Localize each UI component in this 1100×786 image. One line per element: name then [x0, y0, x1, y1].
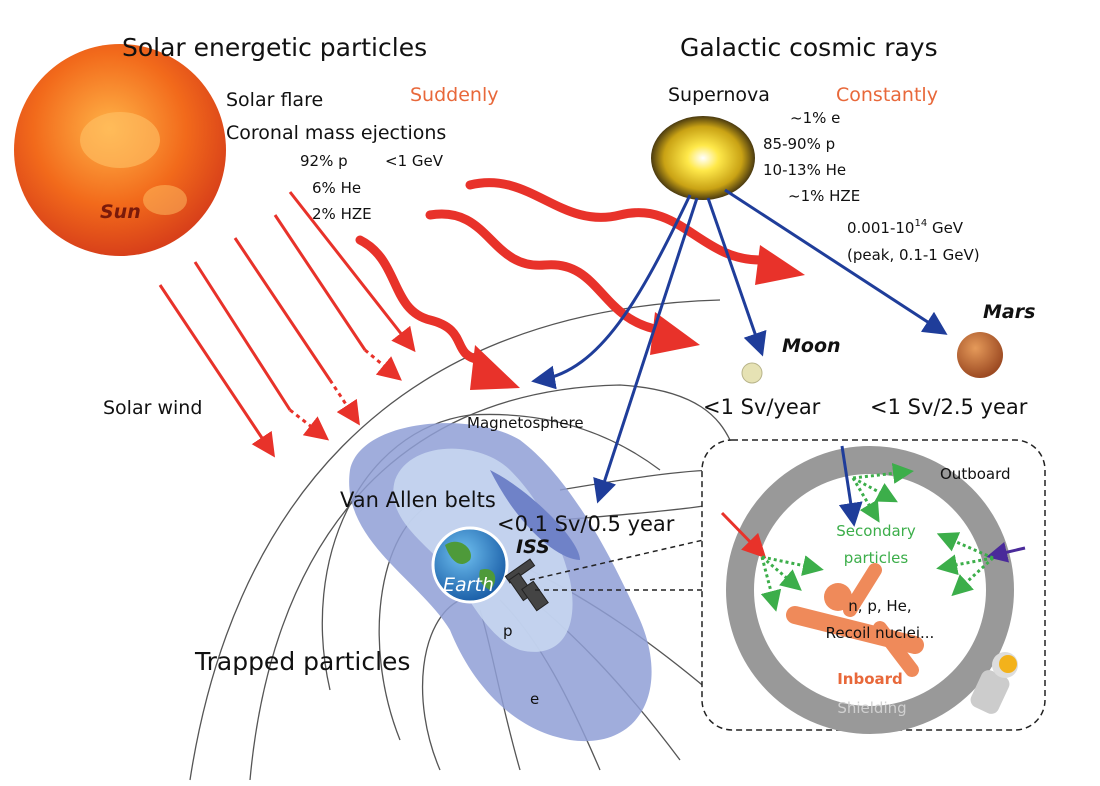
secondary-particles-label-2: particles: [844, 549, 909, 567]
gcr-composition-p: 85-90% p: [763, 135, 835, 153]
sun-label: Sun: [100, 201, 141, 223]
magnetosphere-label: Magnetosphere: [467, 414, 584, 432]
sep-energy: <1 GeV: [385, 152, 444, 170]
gcr-energy-range: 0.001-1014 GeV: [847, 218, 964, 237]
gcr-composition-he: 10-13% He: [763, 161, 846, 179]
solar-flare-label: Solar flare: [226, 89, 323, 111]
supernova-label: Supernova: [668, 84, 770, 106]
moon-dose: <1 Sv/year: [703, 395, 821, 419]
mars: [957, 332, 1003, 378]
belt-e-label: e: [530, 690, 539, 708]
earth-label: Earth: [443, 574, 494, 596]
gcr-energy-peak: (peak, 0.1-1 GeV): [847, 246, 980, 264]
solar-wind-label: Solar wind: [103, 397, 202, 419]
secondary-particles-label-1: Secondary: [836, 522, 916, 540]
constantly-label: Constantly: [836, 84, 938, 106]
mars-label: Mars: [983, 301, 1035, 323]
supernova: [651, 116, 755, 200]
iss-dose: <0.1 Sv/0.5 year: [497, 512, 675, 536]
shielding-inset: [701, 439, 1046, 734]
suddenly-label: Suddenly: [410, 84, 498, 106]
mars-dose: <1 Sv/2.5 year: [870, 395, 1028, 419]
sep-composition-p: 92% p: [300, 152, 348, 170]
trapped-particles-label: Trapped particles: [194, 647, 410, 676]
van-allen-belts-label: Van Allen belts: [340, 488, 496, 512]
moon: [741, 362, 763, 384]
gcr-composition-e: ~1% e: [790, 109, 840, 127]
title-solar-energetic-particles: Solar energetic particles: [122, 33, 427, 62]
iss-to-inset-connector: [529, 534, 726, 581]
products-label-1: n, p, He,: [848, 597, 911, 615]
cme-label: Coronal mass ejections: [226, 122, 446, 144]
solar-wind-arrows: [158, 191, 416, 458]
astronaut-icon: [970, 652, 1018, 714]
belt-p-label: p: [503, 622, 513, 640]
products-label-2: Recoil nuclei...: [826, 624, 935, 642]
moon-label: Moon: [782, 335, 841, 357]
iss-icon: [504, 558, 549, 612]
inboard-label: Inboard: [837, 670, 903, 688]
sep-composition-he: 6% He: [312, 179, 361, 197]
earth: [431, 526, 509, 604]
title-galactic-cosmic-rays: Galactic cosmic rays: [680, 33, 938, 62]
outboard-label: Outboard: [940, 465, 1011, 483]
astronaut-figure: [786, 563, 924, 677]
gcr-arrows: [531, 188, 948, 504]
sep-wavy-arrows: [355, 178, 805, 390]
gcr-composition-hze: ~1% HZE: [788, 187, 860, 205]
iss-label: ISS: [516, 536, 550, 558]
sun: [14, 44, 226, 256]
sep-composition-hze: 2% HZE: [312, 205, 372, 223]
shielding-label: Shielding: [837, 699, 906, 717]
